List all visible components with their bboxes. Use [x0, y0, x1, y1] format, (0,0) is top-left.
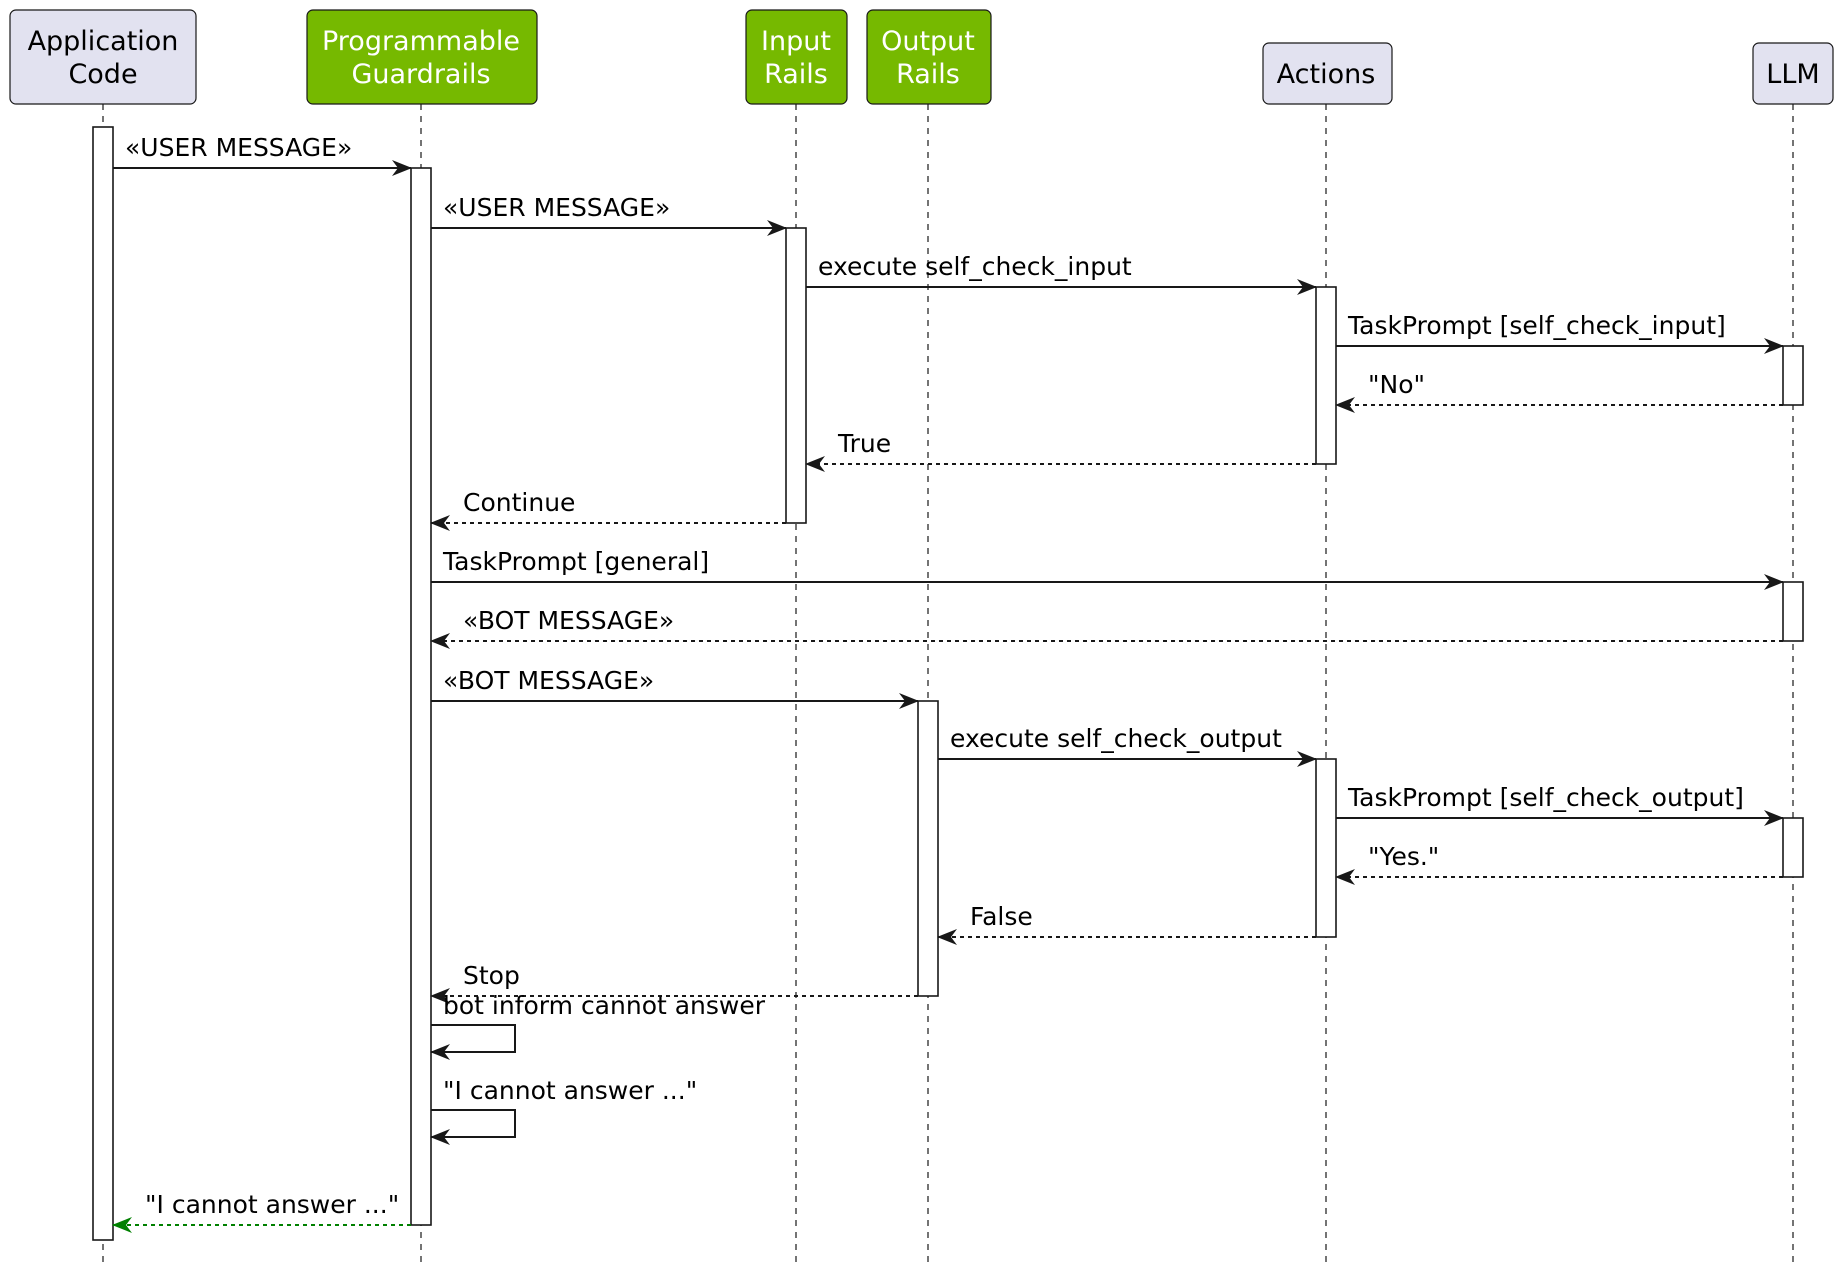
message-label: bot inform cannot answer — [443, 991, 766, 1020]
message-label: True — [837, 429, 891, 458]
participant-box-input — [745, 9, 848, 105]
message-4: "No" — [1335, 370, 1783, 413]
message-label: execute self_check_input — [818, 252, 1132, 281]
activation-bar-actions — [1315, 286, 1337, 465]
message-label: "No" — [1368, 370, 1425, 399]
participant-box-guardrails — [306, 9, 538, 105]
message-3: TaskPrompt [self_check_input] — [1336, 311, 1784, 354]
participant-llm: LLM — [1752, 42, 1834, 105]
message-label: False — [970, 902, 1033, 931]
message-label: TaskPrompt [self_check_output] — [1347, 783, 1744, 812]
participant-box-app — [9, 9, 197, 105]
participant-label-input-0: Input — [761, 26, 831, 57]
message-8: «BOT MESSAGE» — [430, 606, 1783, 649]
message-15: bot inform cannot answer — [430, 991, 766, 1060]
activation-bar-llm — [1782, 817, 1804, 878]
message-2: execute self_check_input — [806, 252, 1317, 295]
activation-bar-llm — [1782, 345, 1804, 406]
participant-label-actions-0: Actions — [1277, 59, 1376, 90]
message-9: «BOT MESSAGE» — [431, 666, 919, 709]
message-13: False — [937, 902, 1316, 945]
activation-bars — [92, 126, 1804, 1241]
message-label: "I cannot answer ..." — [145, 1190, 399, 1219]
message-0: «USER MESSAGE» — [113, 133, 412, 176]
message-14: Stop — [430, 961, 918, 1004]
message-label: "Yes." — [1368, 842, 1439, 871]
participant-label-llm-0: LLM — [1766, 59, 1819, 90]
activation-bar-guardrails — [410, 167, 432, 1226]
participant-box-actions — [1262, 42, 1393, 105]
participant-label-input-1: Rails — [764, 59, 828, 90]
activation-bar-input — [785, 227, 807, 524]
message-1: «USER MESSAGE» — [431, 193, 787, 236]
participant-label-app-0: Application — [28, 26, 179, 57]
participant-box-output — [866, 9, 992, 105]
message-label: «BOT MESSAGE» — [443, 666, 654, 695]
message-11: TaskPrompt [self_check_output] — [1336, 783, 1784, 826]
message-label: execute self_check_output — [950, 724, 1282, 753]
message-label: «BOT MESSAGE» — [463, 606, 674, 635]
participant-box-llm — [1752, 42, 1834, 105]
message-arrow — [430, 1109, 516, 1145]
message-label: «USER MESSAGE» — [443, 193, 670, 222]
activation-bar-output — [917, 700, 939, 997]
message-10: execute self_check_output — [938, 724, 1317, 767]
participant-label-output-1: Rails — [896, 59, 960, 90]
participant-label-guardrails-0: Programmable — [322, 26, 520, 57]
participant-label-output-0: Output — [881, 26, 975, 57]
message-label: TaskPrompt [general] — [442, 547, 709, 576]
activation-bar-app — [92, 126, 114, 1241]
messages: «USER MESSAGE» «USER MESSAGE» execute self… — [112, 133, 1784, 1233]
message-label: "I cannot answer ..." — [443, 1076, 697, 1105]
message-7: TaskPrompt [general] — [431, 547, 1784, 590]
message-label: «USER MESSAGE» — [125, 133, 352, 162]
activation-bar-llm — [1782, 581, 1804, 642]
participant-actions: Actions — [1262, 42, 1393, 105]
message-arrow — [430, 1024, 516, 1060]
activation-bar-actions — [1315, 758, 1337, 938]
message-label: Stop — [463, 961, 520, 990]
message-17: "I cannot answer ..." — [112, 1190, 411, 1233]
message-label: Continue — [463, 488, 575, 517]
message-16: "I cannot answer ..." — [430, 1076, 697, 1145]
message-12: "Yes." — [1335, 842, 1783, 885]
message-5: True — [805, 429, 1316, 472]
message-label: TaskPrompt [self_check_input] — [1347, 311, 1726, 340]
participant-label-guardrails-1: Guardrails — [351, 59, 490, 90]
message-6: Continue — [430, 488, 786, 531]
participant-label-app-1: Code — [68, 59, 137, 90]
